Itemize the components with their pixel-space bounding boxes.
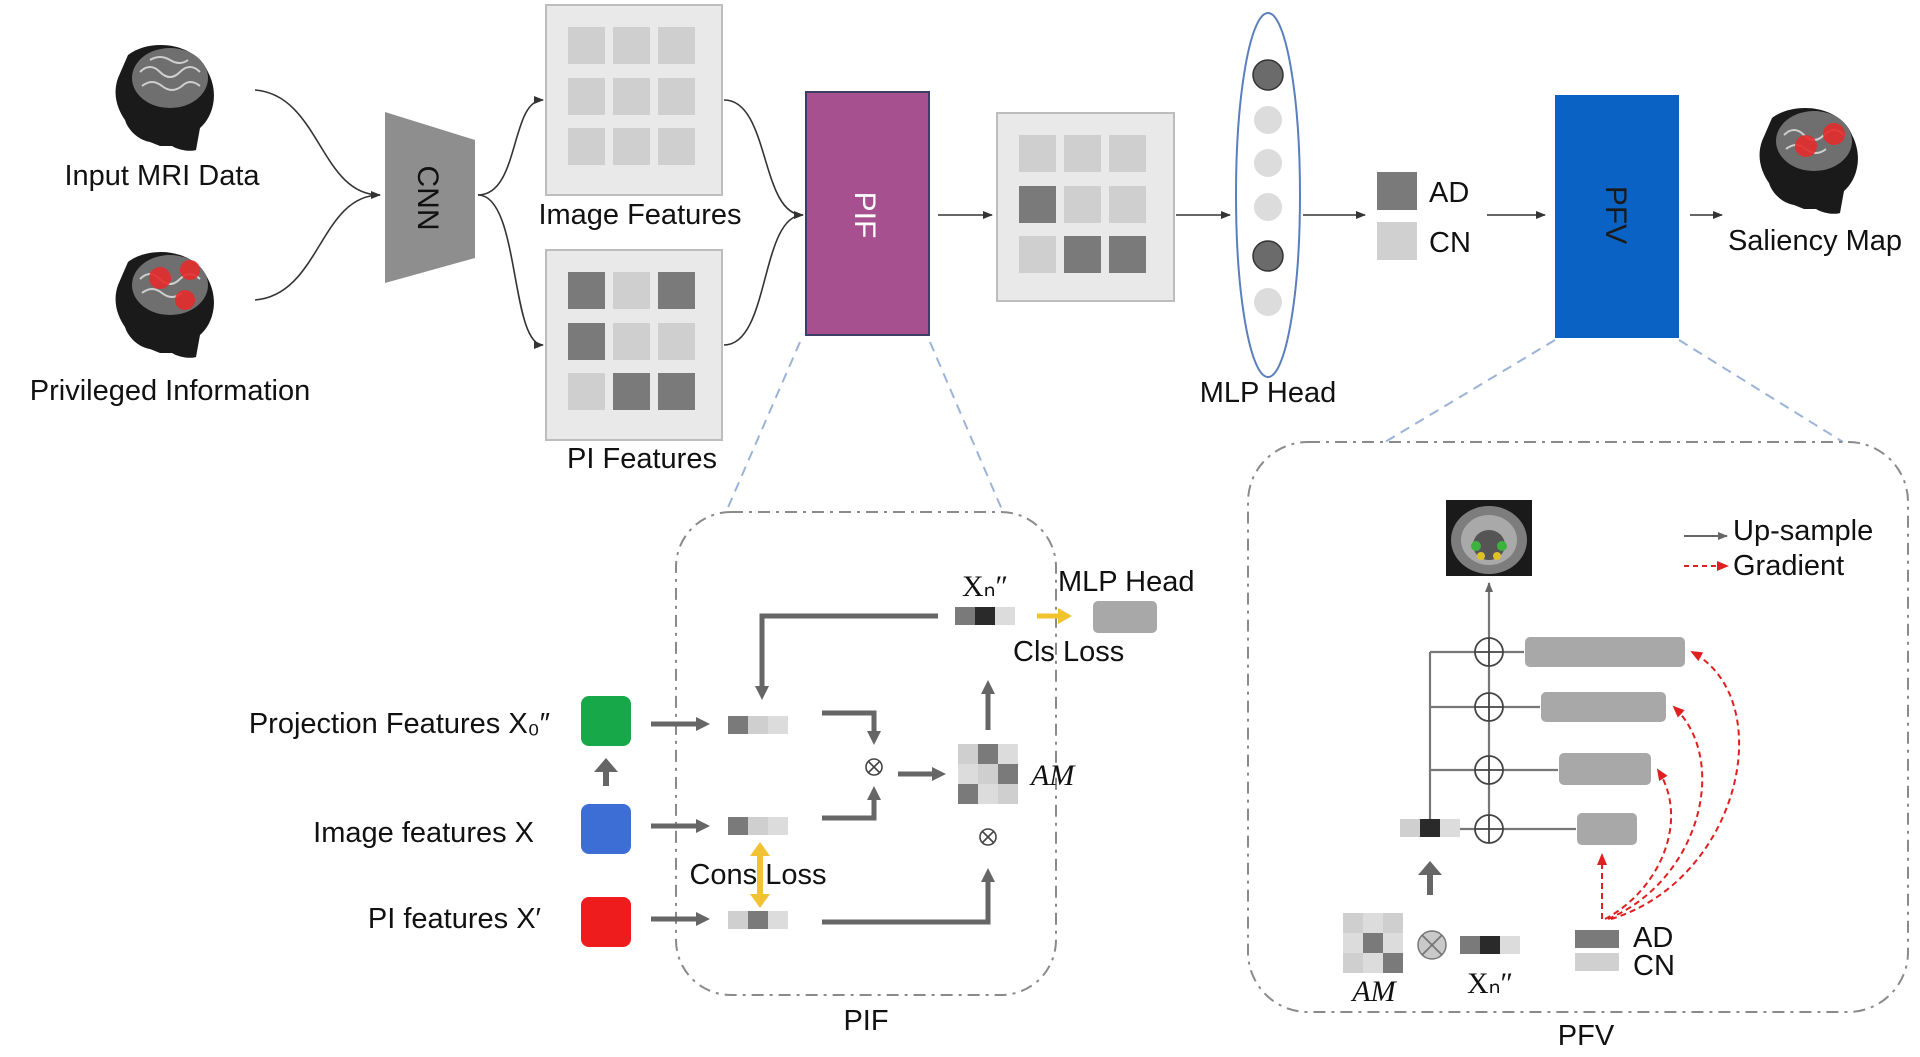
- add-operator: [1474, 692, 1504, 722]
- legend-upsample-label: Up-sample: [1733, 515, 1873, 547]
- feature-bar-2: [1541, 692, 1666, 722]
- connector: [254, 89, 381, 199]
- zoom-line: [725, 341, 801, 513]
- pi-features-square: [581, 897, 631, 947]
- image-token-strip: [728, 817, 788, 835]
- feature-bar-1: [1525, 637, 1685, 667]
- pfv-block: [1555, 95, 1679, 338]
- mlp-head-label: MLP Head: [1200, 377, 1337, 409]
- add-operator: [1474, 755, 1504, 785]
- fused-features-grid: [996, 112, 1175, 302]
- pfv-ad-label: AD: [1633, 922, 1673, 954]
- pif-detail-caption: PIF: [843, 1005, 888, 1037]
- pi-token-strip: [728, 911, 788, 929]
- pfv-detail-caption: PFV: [1558, 1020, 1615, 1052]
- up-arrow-head: [1418, 861, 1442, 875]
- mlp-head-small: [1093, 601, 1157, 633]
- am-label: AM: [1029, 759, 1076, 792]
- input-mri-label: Input MRI Data: [64, 160, 260, 192]
- multiply-operator: [979, 828, 997, 846]
- connector: [477, 194, 544, 349]
- zoom-line: [1384, 339, 1556, 443]
- cnn-label: CNN: [411, 166, 444, 231]
- add-operator: [1474, 814, 1504, 844]
- up-arrow-head: [594, 758, 618, 772]
- connector: [723, 214, 804, 346]
- am-matrix: [958, 744, 1018, 804]
- pfv-cn-label: CN: [1633, 950, 1675, 982]
- multiply-operator: [1417, 930, 1447, 960]
- connector: [477, 96, 544, 196]
- connector: [254, 194, 381, 301]
- pi-features-label: PI Features: [567, 443, 717, 475]
- mri-head-icon: [115, 44, 214, 151]
- xn-label: Xₙ″: [962, 570, 1008, 603]
- projection-features-square: [581, 696, 631, 746]
- cn-swatch: [1377, 222, 1417, 260]
- image-features-label: Image Features: [538, 199, 741, 231]
- pfv-xn-strip: [1460, 936, 1520, 954]
- connector: [723, 99, 804, 219]
- projection-token-strip: [728, 716, 788, 734]
- cls-loss-label: Cls Loss: [1013, 636, 1124, 668]
- pi-features-grid: [545, 249, 723, 441]
- cls-arrow-head: [1058, 608, 1072, 624]
- projection-features-label: Projection Features X₀″: [249, 708, 550, 740]
- legend-gradient-label: Gradient: [1733, 550, 1844, 582]
- pfv-label: PFV: [1599, 186, 1632, 244]
- pif-mlp-head-label: MLP Head: [1058, 566, 1195, 598]
- saliency-head-icon: [1759, 107, 1858, 214]
- xn-token-strip: [955, 607, 1015, 625]
- image-features-x-label: Image features X: [313, 817, 534, 849]
- pfv-am-label: AM: [1350, 975, 1397, 1008]
- connector: [822, 786, 881, 821]
- ad-swatch: [1377, 172, 1417, 210]
- mlp-head-block: [1235, 12, 1301, 378]
- saliency-map-label: Saliency Map: [1728, 225, 1902, 257]
- pfv-cn-swatch: [1575, 953, 1619, 971]
- privileged-info-label: Privileged Information: [30, 375, 310, 407]
- feature-bar-4: [1577, 813, 1637, 845]
- pfv-am-matrix: [1343, 913, 1403, 973]
- ad-label: AD: [1429, 177, 1469, 209]
- zoom-line: [1678, 339, 1844, 443]
- feedback-connector: [755, 613, 938, 700]
- multiply-operator: [865, 758, 883, 776]
- zoom-line: [929, 341, 1004, 513]
- connector: [822, 710, 881, 745]
- cnn-block: [385, 112, 475, 283]
- pfv-token-strip: [1400, 819, 1460, 837]
- image-features-grid: [545, 4, 723, 196]
- gradient-arrows: [1597, 651, 1740, 920]
- brain-scan-image: [1446, 500, 1532, 576]
- add-operator: [1474, 637, 1504, 667]
- privileged-head-icon: [115, 251, 214, 358]
- pif-block: [805, 91, 930, 336]
- pfv-ad-swatch: [1575, 930, 1619, 948]
- pfv-xn-label: Xₙ″: [1467, 967, 1513, 1000]
- pfv-detail-frame: [1247, 441, 1909, 1013]
- cons-loss-arrow: [750, 842, 770, 908]
- connector: [822, 868, 995, 925]
- pif-label: PIF: [848, 192, 881, 239]
- feature-bar-3: [1559, 753, 1651, 785]
- cn-label: CN: [1429, 227, 1471, 259]
- pi-features-x-label: PI features X′: [368, 903, 541, 935]
- image-features-square: [581, 804, 631, 854]
- pif-detail-frame: [675, 511, 1057, 996]
- cons-loss-label: Cons Loss: [689, 859, 826, 891]
